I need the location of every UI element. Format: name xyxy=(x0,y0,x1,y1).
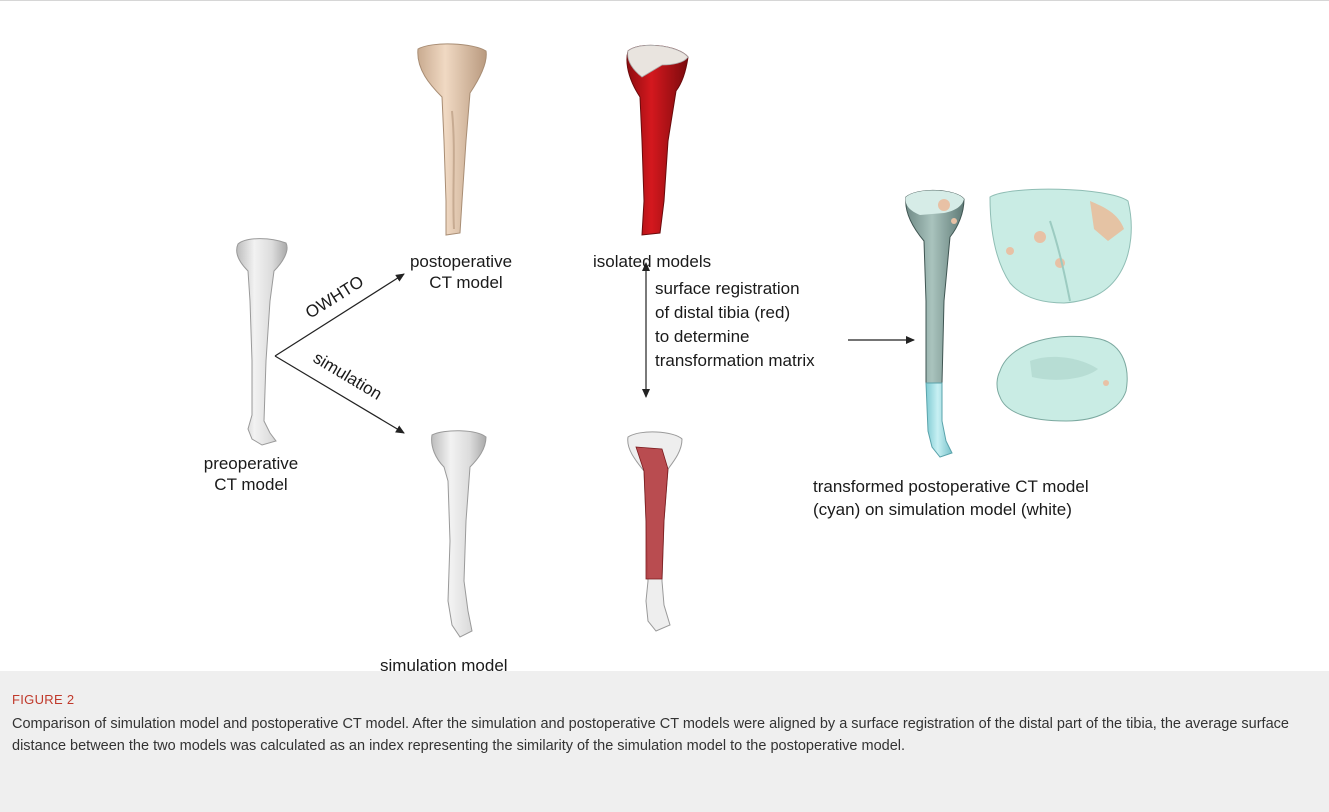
owhto-label: OWHTO xyxy=(302,272,367,322)
postoperative-label: postoperative CT model xyxy=(386,251,536,293)
preoperative-label: preoperative CT model xyxy=(186,453,316,495)
postoperative-tibia xyxy=(418,44,486,235)
preoperative-tibia xyxy=(237,239,287,445)
proximal-closeup xyxy=(990,189,1131,303)
topview-closeup xyxy=(997,336,1127,421)
figure-caption: Comparison of simulation model and posto… xyxy=(12,713,1312,757)
simulation-tibia xyxy=(432,431,486,637)
simulation-red-overlay-tibia xyxy=(628,432,682,631)
figure-number: FIGURE 2 xyxy=(12,692,74,707)
transformed-overlay-tibia xyxy=(906,190,964,457)
isolated-red-tibia xyxy=(627,45,688,235)
simulation-arrow-label: simulation xyxy=(310,348,385,404)
registration-label: surface registration of distal tibia (re… xyxy=(655,277,815,373)
caption-panel: FIGURE 2 Comparison of simulation model … xyxy=(0,671,1329,812)
transformed-label: transformed postoperative CT model (cyan… xyxy=(813,475,1089,521)
figure-illustration: OWHTO simulation preoperative CT model p… xyxy=(0,1,1329,671)
isolated-models-label: isolated models xyxy=(593,251,711,272)
